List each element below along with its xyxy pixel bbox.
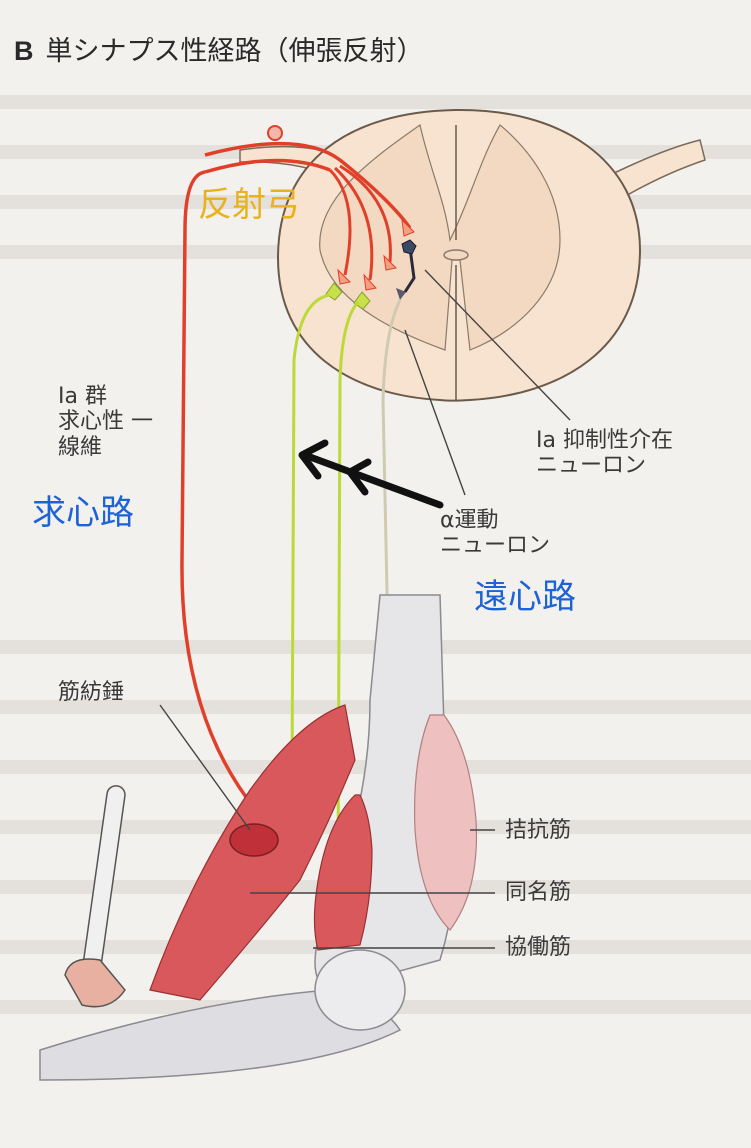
homonymous-label: 同名筋 xyxy=(505,880,572,905)
antagonist-label: 拮抗筋 xyxy=(505,818,572,843)
afferent-branch-3 xyxy=(339,164,392,263)
interneuron-axon xyxy=(403,247,416,293)
afferent-branch-1 xyxy=(328,168,352,276)
muscle-spindle-label: 筋紡錘 xyxy=(58,680,125,705)
afferent-path-label: 求心路 xyxy=(32,493,134,533)
synapse-tip-3 xyxy=(383,254,398,271)
inhibitory-interneuron-label: Ia 抑制性介在 ニューロン xyxy=(536,428,673,479)
afferent-fiber-label: Ia 群 求心性 一 線維 xyxy=(58,384,153,460)
synapse-tip-1 xyxy=(337,268,352,285)
central-canal xyxy=(443,249,469,261)
reflex-arc-label: 反射弓 xyxy=(198,185,300,225)
alpha-motor-neuron-label: α運動 ニューロン xyxy=(440,508,551,559)
motor-neuron-2 xyxy=(353,291,371,310)
spindle xyxy=(229,823,279,857)
synergist-muscle xyxy=(313,794,373,951)
afferent-long xyxy=(180,170,262,817)
efferent-path-label: 遠心路 xyxy=(474,577,576,617)
ganglion-cell xyxy=(267,125,283,141)
interneuron-terminal xyxy=(396,288,406,300)
afferent-fiber xyxy=(204,141,412,230)
afferent-branch-2 xyxy=(333,166,374,281)
pointer-arrows xyxy=(298,439,444,509)
leader-lines xyxy=(159,269,571,949)
elbow xyxy=(314,949,406,1031)
efferent-fiber-1 xyxy=(290,293,331,781)
afferent-join xyxy=(204,158,331,174)
antagonist-muscle xyxy=(414,714,478,931)
synapse-tip-4 xyxy=(401,218,415,237)
efferent-fiber-2 xyxy=(336,301,360,881)
interneuron-body xyxy=(401,239,417,255)
synergist-label: 協働筋 xyxy=(505,935,572,960)
reflex-hammer-icon xyxy=(64,785,126,1008)
synapse-tip-2 xyxy=(363,273,377,291)
